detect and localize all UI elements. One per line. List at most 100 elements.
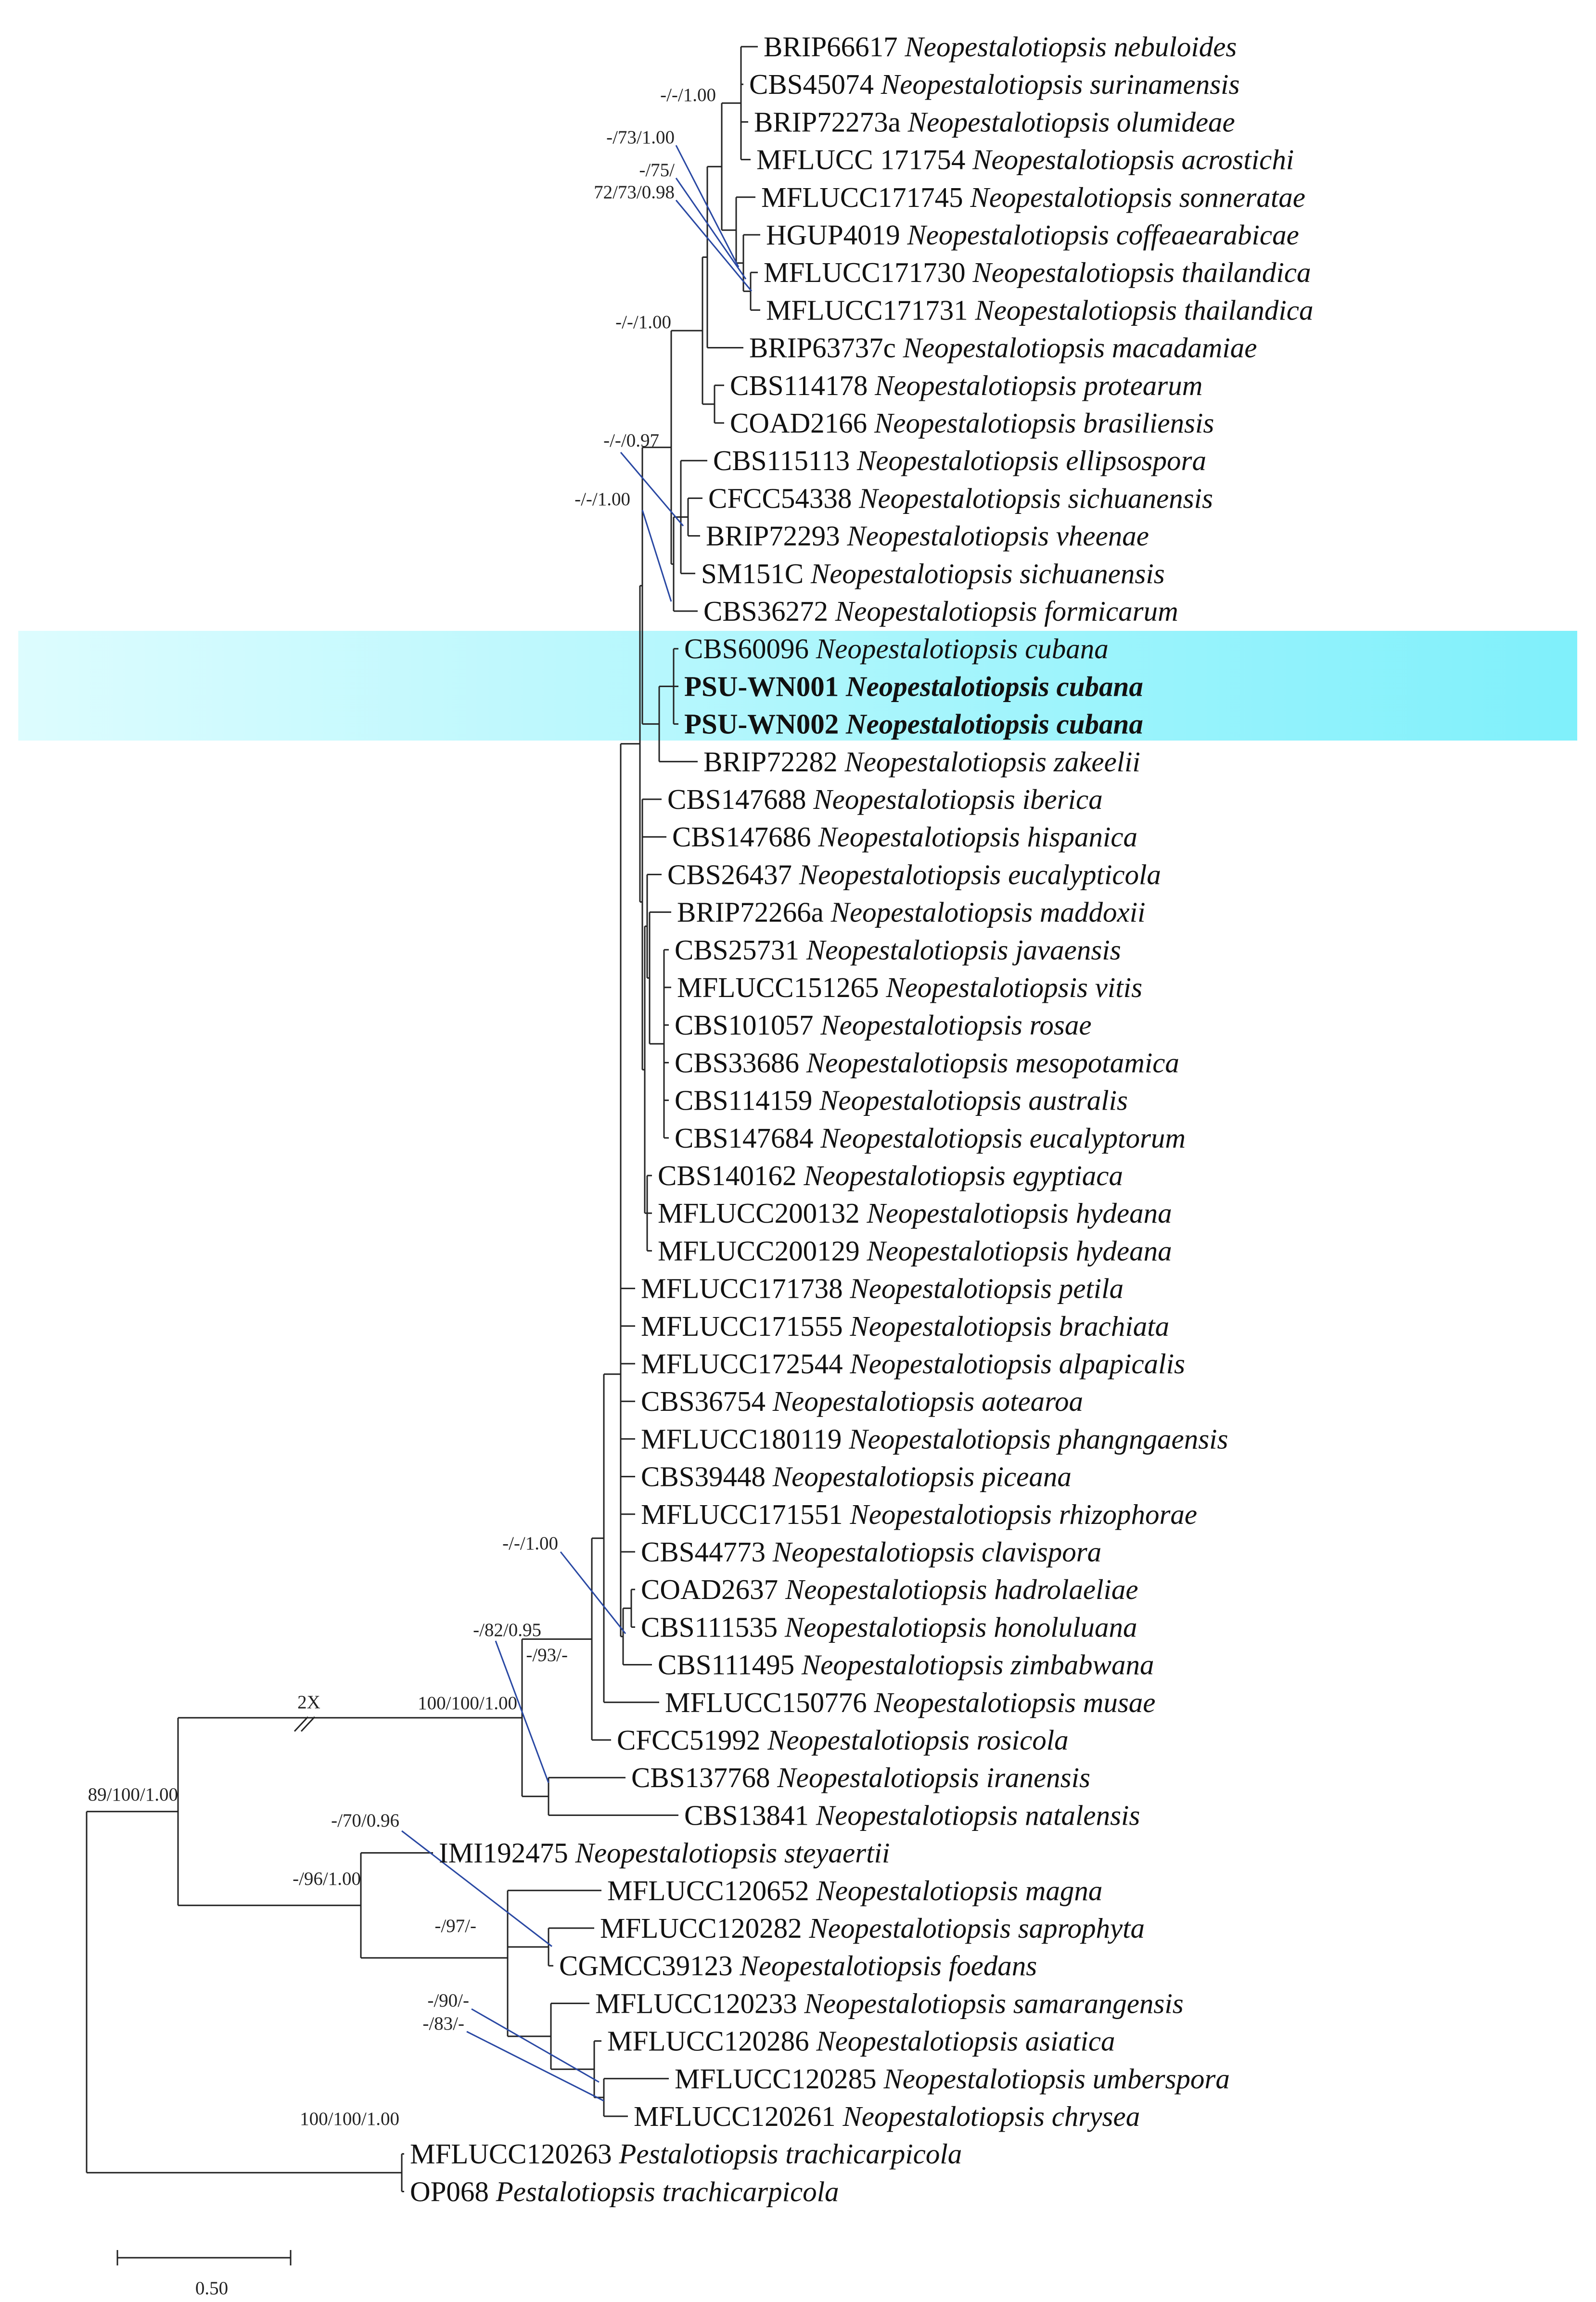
taxon-code: MFLUCC151265 — [677, 972, 886, 1003]
taxon-species: Neopestalotiopsis rosicola — [767, 1724, 1069, 1756]
taxon-mflucc171555: MFLUCC171555 Neopestalotiopsis brachiata — [641, 1310, 1169, 1342]
taxon-species: Neopestalotiopsis sichuanensis — [858, 482, 1213, 514]
taxon-code: MFLUCC120282 — [600, 1912, 809, 1944]
taxon-mflucc200129: MFLUCC200129 Neopestalotiopsis hydeana — [658, 1235, 1172, 1266]
taxon-code: CBS147688 — [667, 783, 813, 815]
taxon-code: CBS36272 — [703, 595, 835, 627]
support-value: -/75/ — [639, 160, 675, 180]
taxon-cbs36754: CBS36754 Neopestalotiopsis aotearoa — [641, 1385, 1083, 1417]
taxon-species: Neopestalotiopsis umberspora — [883, 2063, 1230, 2095]
support-value: -/-/1.00 — [660, 85, 716, 105]
taxon-species: Neopestalotiopsis aotearoa — [772, 1385, 1083, 1417]
taxon-cbs114178: CBS114178 Neopestalotiopsis protearum — [730, 370, 1202, 401]
taxon-label: CBS25731 Neopestalotiopsis javaensis — [675, 934, 1121, 966]
taxon-code: IMI192475 — [439, 1837, 575, 1869]
taxon-code: CBS140162 — [658, 1160, 804, 1191]
taxon-code: PSU-WN001 — [684, 670, 846, 702]
taxon-species: Neopestalotiopsis clavispora — [772, 1536, 1101, 1568]
taxon-species: Neopestalotiopsis iberica — [813, 783, 1102, 815]
taxon-code: CGMCC39123 — [559, 1950, 740, 1982]
taxon-mflucc120261: MFLUCC120261 Neopestalotiopsis chrysea — [634, 2100, 1140, 2132]
taxon-label: MFLUCC120286 Neopestalotiopsis asiatica — [607, 2025, 1115, 2057]
taxon-label: CBS44773 Neopestalotiopsis clavispora — [641, 1536, 1101, 1568]
taxon-species: Neopestalotiopsis egyptiaca — [803, 1160, 1123, 1191]
taxon-code: HGUP4019 — [766, 219, 907, 251]
taxon-label: MFLUCC120233 Neopestalotiopsis samarange… — [595, 1987, 1184, 2019]
taxon-label: SM151C Neopestalotiopsis sichuanensis — [701, 558, 1165, 589]
taxon-label: MFLUCC120282 Neopestalotiopsis saprophyt… — [600, 1912, 1145, 1944]
taxon-species: Neopestalotiopsis cubana — [816, 633, 1109, 665]
support-leader — [560, 1551, 626, 1634]
taxon-label: MFLUCC150776 Neopestalotiopsis musae — [665, 1687, 1155, 1718]
support-value: -/93/- — [526, 1645, 568, 1665]
taxon-cbs44773: CBS44773 Neopestalotiopsis clavispora — [641, 1536, 1101, 1568]
taxon-code: CBS13841 — [684, 1799, 816, 1831]
taxon-label: CBS36754 Neopestalotiopsis aotearoa — [641, 1385, 1083, 1417]
taxon-species: Neopestalotiopsis chrysea — [842, 2100, 1140, 2132]
break-label: 2X — [297, 1692, 320, 1713]
taxon-mflucc120652: MFLUCC120652 Neopestalotiopsis magna — [607, 1875, 1102, 1906]
taxon-label: CBS147684 Neopestalotiopsis eucalyptorum — [675, 1122, 1186, 1154]
taxon-mflucc151265: MFLUCC151265 Neopestalotiopsis vitis — [677, 972, 1142, 1003]
taxon-code: CBS36754 — [641, 1385, 773, 1417]
taxon-cbs140162: CBS140162 Neopestalotiopsis egyptiaca — [658, 1160, 1123, 1191]
taxon-label: MFLUCC171731 Neopestalotiopsis thailandi… — [766, 294, 1313, 326]
taxon-code: SM151C — [701, 558, 811, 589]
taxon-label: MFLUCC171745 Neopestalotiopsis sonnerata… — [761, 181, 1305, 213]
tree-branches — [86, 46, 760, 2192]
taxon-code: BRIP66617 — [764, 31, 905, 63]
taxon-mflucc171731: MFLUCC171731 Neopestalotiopsis thailandi… — [766, 294, 1313, 326]
taxon-code: CBS101057 — [675, 1009, 820, 1041]
taxon-code: CBS111495 — [658, 1649, 802, 1681]
taxon-species: Neopestalotiopsis javaensis — [806, 934, 1121, 966]
scale-bar: 0.50 — [116, 2250, 292, 2299]
taxon-label: MFLUCC171730 Neopestalotiopsis thailandi… — [764, 256, 1311, 288]
taxon-label: CBS45074 Neopestalotiopsis surinamensis — [749, 68, 1240, 100]
taxon-code: CBS115113 — [713, 445, 857, 476]
taxon-species: Neopestalotiopsis cubana — [845, 670, 1143, 702]
taxon-label: CGMCC39123 Neopestalotiopsis foedans — [559, 1950, 1037, 1982]
taxon-code: CBS39448 — [641, 1461, 773, 1493]
support-value: -/96/1.00 — [293, 1868, 361, 1889]
taxon-label: MFLUCC120652 Neopestalotiopsis magna — [607, 1875, 1102, 1906]
taxon-label: MFLUCC120263 Pestalotiopsis trachicarpic… — [410, 2138, 962, 2170]
taxon-code: CBS111535 — [641, 1611, 785, 1643]
taxon-brip72273a: BRIP72273a Neopestalotiopsis olumideae — [754, 106, 1235, 138]
taxon-code: MFLUCC171555 — [641, 1310, 850, 1342]
highlight-band — [18, 631, 1577, 741]
taxon-label: COAD2637 Neopestalotiopsis hadrolaeliae — [641, 1573, 1138, 1605]
taxon-label: HGUP4019 Neopestalotiopsis coffeaearabic… — [766, 219, 1299, 251]
taxon-code: CBS45074 — [749, 68, 881, 100]
taxon-code: PSU-WN002 — [684, 708, 846, 740]
taxon-cbs39448: CBS39448 Neopestalotiopsis piceana — [641, 1461, 1072, 1493]
taxon-species: Neopestalotiopsis foedans — [739, 1950, 1037, 1982]
taxon-species: Neopestalotiopsis acrostichi — [972, 144, 1294, 176]
taxon-code: BRIP72266a — [677, 896, 831, 928]
taxon-label: CFCC51992 Neopestalotiopsis rosicola — [617, 1724, 1069, 1756]
taxon-species: Neopestalotiopsis australis — [819, 1085, 1128, 1116]
taxon-species: Neopestalotiopsis olumideae — [907, 106, 1235, 138]
taxon-code: CBS137768 — [631, 1762, 777, 1793]
branch-break-marker: 2X — [294, 1692, 320, 1732]
support-leader — [641, 510, 672, 602]
taxon-label: MFLUCC200132 Neopestalotiopsis hydeana — [658, 1197, 1172, 1229]
support-value: -/-/0.97 — [603, 430, 659, 451]
taxon-species: Neopestalotiopsis samarangensis — [804, 1987, 1183, 2019]
taxon-mflucc120282: MFLUCC120282 Neopestalotiopsis saprophyt… — [600, 1912, 1145, 1944]
taxon-label: CFCC54338 Neopestalotiopsis sichuanensis — [708, 482, 1213, 514]
taxon-coad2637: COAD2637 Neopestalotiopsis hadrolaeliae — [641, 1573, 1138, 1605]
taxon-label: BRIP72266a Neopestalotiopsis maddoxii — [677, 896, 1146, 928]
support-leader — [495, 1640, 549, 1783]
support-value: 89/100/1.00 — [88, 1784, 178, 1805]
taxon-code: CBS60096 — [684, 633, 816, 665]
taxon-label: BRIP66617 Neopestalotiopsis nebuloides — [764, 31, 1237, 63]
taxon-species: Neopestalotiopsis petila — [849, 1273, 1124, 1304]
taxon-species: Neopestalotiopsis vheenae — [846, 520, 1149, 552]
taxon-cbs13841: CBS13841 Neopestalotiopsis natalensis — [684, 1799, 1140, 1831]
taxon-species: Neopestalotiopsis iranensis — [777, 1762, 1090, 1793]
taxon-code: MFLUCC120261 — [634, 2100, 843, 2132]
support-values: -/-/1.00-/73/1.00-/75/72/73/0.98-/-/1.00… — [88, 85, 716, 2129]
support-leader — [675, 178, 747, 280]
taxon-code: CBS147686 — [672, 821, 818, 853]
